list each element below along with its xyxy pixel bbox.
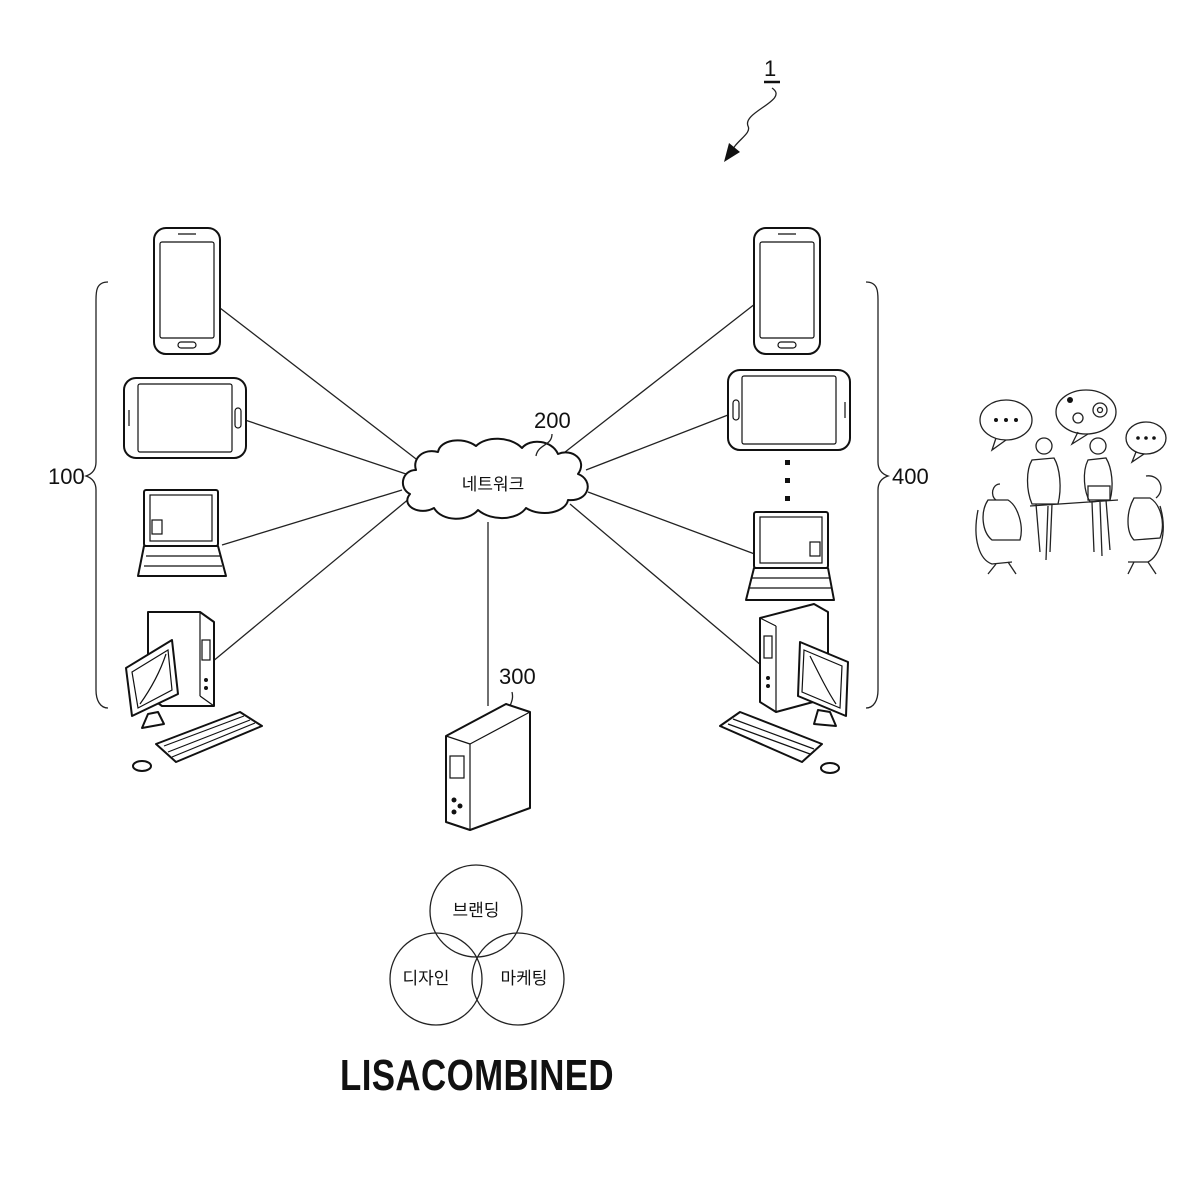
bubble-dot: [1136, 436, 1140, 440]
tablet-right: [728, 370, 850, 450]
link-tablet-right: [586, 415, 728, 470]
network-label: 네트워크: [462, 475, 525, 495]
link-laptop-left: [222, 490, 402, 545]
bubble-dot: [1144, 436, 1148, 440]
gear-icon: [1093, 403, 1107, 417]
link-desktop-left: [212, 498, 410, 662]
chair-right: [1128, 506, 1163, 562]
chair-leg: [1148, 562, 1156, 574]
link-tablet-left: [245, 420, 406, 474]
venn-label-marketing: 마케팅: [501, 969, 548, 989]
server-tower: [446, 704, 530, 830]
desktop-mouse: [133, 761, 151, 771]
link-phone-left: [220, 308, 420, 462]
server-button-3: [452, 810, 457, 815]
chair-left: [976, 510, 1012, 564]
desktop-keyboard: [156, 712, 262, 762]
person-head: [1090, 438, 1106, 454]
desktop-right: [720, 604, 848, 773]
venn-diagram: 브랜딩 디자인 마케팅: [390, 865, 564, 1025]
tower-button-2: [766, 684, 770, 688]
monitor-stand: [814, 710, 836, 726]
server-button-1: [452, 798, 457, 803]
person-legs: [1036, 504, 1052, 552]
ellipsis-dot-3: [785, 496, 790, 501]
person-head: [1036, 438, 1052, 454]
server-button-2: [458, 804, 463, 809]
partner-group-brace: [866, 282, 888, 708]
system-ref-arrowhead: [724, 143, 740, 162]
partner-group-ref: 400: [892, 464, 929, 489]
partner-group: 400: [720, 228, 929, 773]
bubble-dot: [1004, 418, 1008, 422]
phone-body: [754, 228, 820, 354]
link-desktop-right: [570, 504, 762, 666]
bubble-dot: [994, 418, 998, 422]
network-cloud: 네트워크 200: [403, 408, 588, 519]
table-leg: [1100, 502, 1102, 556]
person-head-seated: [993, 484, 1000, 500]
brand-wordmark: LISACOMBINED: [340, 1051, 614, 1100]
bubble-dot: [1152, 436, 1156, 440]
person-body-seated: [983, 500, 1021, 540]
laptop-base: [746, 568, 834, 600]
tower-button-2: [204, 686, 208, 690]
laptop-right: [746, 512, 834, 600]
more-devices-ellipsis: [785, 460, 790, 501]
smartphone-left: [154, 228, 220, 354]
tablet-left: [124, 378, 246, 458]
gear-icon: [1073, 413, 1083, 423]
desktop-left: [126, 612, 262, 771]
tower-button-1: [766, 676, 770, 680]
monitor-stand: [142, 712, 164, 728]
ellipsis-dot-2: [785, 478, 790, 483]
meeting-illustration: [976, 390, 1166, 574]
client-group: 100: [48, 228, 262, 771]
network-ref-label: 200: [534, 408, 571, 433]
bubble-dot: [1067, 397, 1073, 403]
venn-label-branding: 브랜딩: [453, 901, 500, 921]
table-leg: [1046, 506, 1048, 560]
chair-leg: [988, 564, 996, 574]
laptop-lid: [754, 512, 828, 568]
ellipsis-dot-1: [785, 460, 790, 465]
system-ref-label: 1: [764, 56, 776, 81]
venn-label-design: 디자인: [403, 969, 450, 989]
system-ref-squiggle: [730, 88, 776, 154]
server-unit: 300: [446, 664, 536, 830]
person-body: [1028, 458, 1061, 504]
table-laptop: [1088, 486, 1110, 500]
person-head-seated: [1146, 476, 1161, 498]
desktop-mouse: [821, 763, 839, 773]
smartphone-right: [754, 228, 820, 354]
bubble-dot: [1014, 418, 1018, 422]
client-group-ref: 100: [48, 464, 85, 489]
server-ref-label: 300: [499, 664, 536, 689]
chair-leg: [1128, 562, 1134, 574]
client-group-brace: [86, 282, 108, 708]
laptop-left: [138, 490, 226, 576]
laptop-lid: [144, 490, 218, 546]
person-body-seated: [1128, 498, 1162, 540]
laptop-base: [138, 546, 226, 576]
gear-hub: [1098, 408, 1103, 413]
tablet-body: [728, 370, 850, 450]
tablet-body: [124, 378, 246, 458]
phone-body: [154, 228, 220, 354]
link-laptop-right: [588, 492, 760, 556]
chair-leg: [1008, 562, 1016, 574]
tower-button-1: [204, 678, 208, 682]
system-reference: 1: [724, 56, 780, 162]
